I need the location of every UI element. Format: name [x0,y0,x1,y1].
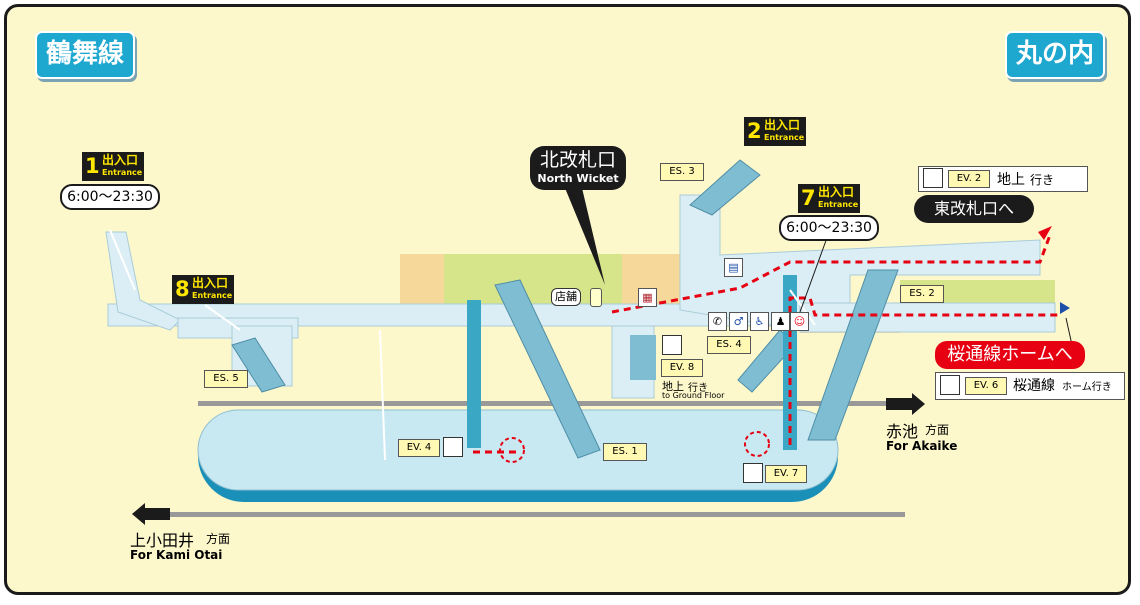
sakura-platform-callout: 桜通線ホームへ [935,341,1085,369]
exit-1-number: 1 [85,154,100,178]
baby-icon: ☺ [790,312,809,331]
elevator-shaft-ev8 [630,335,656,380]
exit7-pointer [799,234,829,313]
stairs-exit8 [204,304,241,331]
escalator-es5 [231,337,286,393]
exit-8-number: 8 [175,277,190,301]
es-1-label: ES. 1 [603,443,647,461]
east-wicket-callout: 東改札口へ [914,195,1034,223]
exit-2-en: Entrance [764,133,805,142]
ev-2-suffix: 行き [1030,173,1055,187]
line-badge-marunouchi: 丸の内 [1005,31,1106,79]
es-3-label: ES. 3 [660,163,704,181]
ev-4-label: EV. 4 [398,439,440,457]
ev4-marker [499,437,525,463]
exit-2-number: 2 [747,119,762,143]
locker-icon [590,288,602,307]
phone-icon: ✆ [708,312,727,331]
shop-label: 店舗 [551,288,581,306]
stairs-exit7 [789,289,816,326]
escalator-es1 [494,279,601,459]
north-wicket-callout: 北改札口 North Wicket [530,146,626,190]
exit-2-label: 出入口 [764,118,801,132]
stairs-platform [379,329,386,461]
exit-2-sign: 2 出入口 Entrance [744,117,806,146]
north-wicket-jp: 北改札口 [539,149,616,171]
direction-kamiotai-jp: 上小田井 [130,531,195,550]
restroom-icon: ♂ [729,312,748,331]
direction-akaike-en: For Akaike [886,439,958,453]
ticket-machine-icon: ▦ [638,288,657,307]
zone-west-orange [400,254,444,304]
ev-2-dest: 地上 [997,172,1025,188]
elevator-shaft-ev4 [467,300,481,448]
direction-kamiotai-suffix: 方面 [206,532,231,546]
elevator-icon [923,168,943,188]
ev-6-dest: 桜通線 [1013,378,1055,394]
exit-8-label: 出入口 [192,276,229,290]
stairs-exit1 [109,229,136,291]
es-2-label: ES. 2 [900,285,944,303]
accessible-restroom-icon: ♿ [750,312,769,331]
exit-1-label: 出入口 [102,153,139,167]
ev-8-suffix: 行き [688,383,708,394]
elevator-icon [743,463,763,483]
north-wicket-pointer [565,188,605,285]
track-lower [140,512,905,517]
exit-7-label: 出入口 [818,185,855,199]
elevator-icon [443,437,463,457]
passage-es2-east [799,302,1056,333]
atm-icon: ▤ [724,258,743,277]
escalator-es2 [807,269,899,441]
exit-7-hours: 6:00〜23:30 [779,215,879,241]
route-east-wicket [611,234,1052,314]
route-sakura [788,296,1060,445]
north-wicket-en: North Wicket [537,172,619,185]
route-arrow-east [1038,226,1052,240]
ev-8-en: to Ground Floor [662,391,725,400]
ev-2-box [918,166,1088,192]
elevator-shaft-ev7 [783,275,797,450]
exit-8-sign: 8 出入口 Entrance [172,275,234,304]
ev-8-dest: 地上 [662,380,684,393]
family-restroom-icon: ♟ [771,312,790,331]
elevator-icon [940,375,960,395]
exit-7-en: Entrance [818,200,859,209]
exit-8-en: Entrance [192,291,233,300]
exit-7-number: 7 [801,186,816,210]
ev-7-label: EV. 7 [765,465,807,483]
sakura-arrow [1060,302,1070,314]
escalator-es3 [689,159,761,216]
es-5-label: ES. 5 [204,370,248,388]
ev-6-label: EV. 6 [965,377,1007,395]
es-4-label: ES. 4 [707,336,751,354]
ev-2-label: EV. 2 [948,170,990,188]
exit-1-sign: 1 出入口 Entrance [82,152,144,181]
elevator-icon [662,335,682,355]
ev-6-suffix: ホーム行き [1062,382,1112,393]
exit-1-en: Entrance [102,168,143,177]
arrow-kamiotai [132,503,170,525]
exit-7-sign: 7 出入口 Entrance [798,184,860,213]
ev7-marker [744,431,770,457]
arrow-akaike [886,393,925,415]
exit-1-hours: 6:00〜23:30 [60,184,160,210]
line-badge-tsurumai: 鶴舞線 [35,31,136,79]
direction-akaike-suffix: 方面 [925,423,950,437]
direction-kamiotai-en: For Kami Otai [130,548,223,562]
track-upper [198,401,903,406]
direction-akaike-jp: 赤池 [886,422,919,441]
platform-surface [197,409,839,491]
ev6-pointer [1065,317,1073,346]
ev-8-label: EV. 8 [661,359,703,377]
